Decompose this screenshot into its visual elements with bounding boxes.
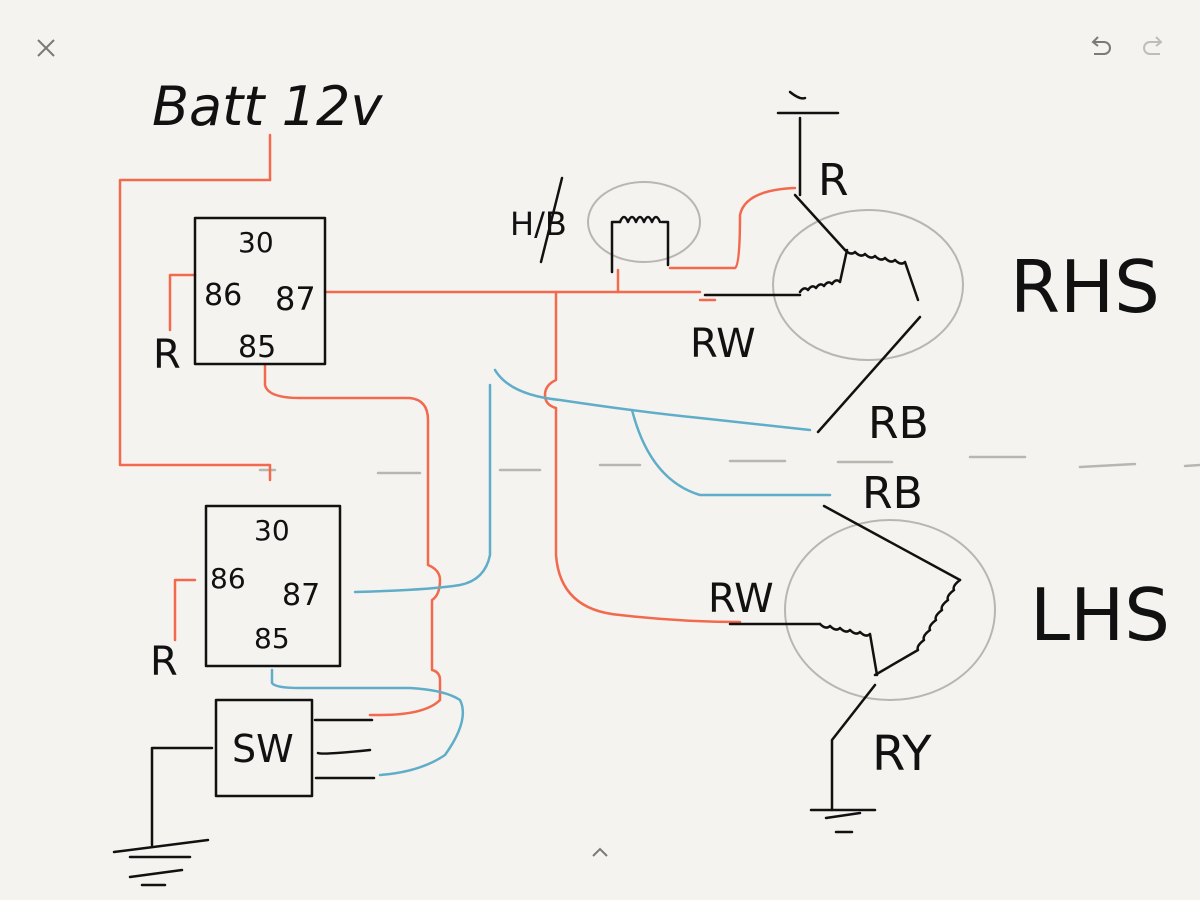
relay-bottom-pin86: 86 (210, 562, 246, 595)
relay-top-pin86: 86 (204, 278, 242, 313)
redo-button[interactable] (1140, 34, 1166, 60)
chevron-up-icon (592, 847, 608, 857)
rhs-motor-circle (772, 209, 964, 361)
relay-bottom-box (204, 504, 342, 668)
lhs-wire-rw-label: RW (708, 576, 774, 622)
redo-icon (1143, 36, 1163, 55)
lhs-wire-rb-label: RB (862, 468, 923, 519)
relay-bottom-side-label: R (150, 639, 178, 685)
expand-button[interactable] (588, 843, 612, 861)
lhs-wire-ry-label: RY (872, 726, 932, 782)
undo-icon (1091, 36, 1111, 55)
switch-box (214, 698, 314, 798)
undo-button[interactable] (1088, 34, 1114, 60)
relay-top-box (193, 216, 327, 366)
hb-label: H/B (510, 205, 567, 243)
relay-top-pin85: 85 (238, 330, 276, 365)
battery-label: Batt 12v (152, 75, 383, 138)
hb-circle (587, 181, 701, 263)
blue-wires (270, 368, 832, 777)
rhs-wire-rw-label: RW (690, 321, 756, 367)
relay-bottom-pin30: 30 (254, 514, 290, 547)
relay-bottom-pin87: 87 (282, 578, 320, 613)
lhs-motor-circle (784, 519, 996, 701)
red-wires (118, 133, 797, 717)
switch-label: SW (232, 727, 294, 771)
labels: Batt 12v 30 86 87 85 R 30 86 87 85 R SW … (150, 75, 1170, 782)
close-icon (37, 39, 55, 57)
divider-line (258, 455, 1200, 475)
black-ink (112, 90, 962, 887)
close-button[interactable] (34, 36, 58, 60)
rhs-title: RHS (1010, 245, 1160, 329)
lhs-title: LHS (1030, 573, 1170, 657)
relay-top-pin30: 30 (238, 226, 274, 259)
rhs-wire-r-label: R (818, 155, 849, 206)
relay-top-side-label: R (153, 332, 181, 378)
rhs-wire-rb-label: RB (868, 398, 929, 449)
relay-top-pin87: 87 (275, 280, 316, 318)
relay-bottom-pin85: 85 (254, 622, 290, 655)
